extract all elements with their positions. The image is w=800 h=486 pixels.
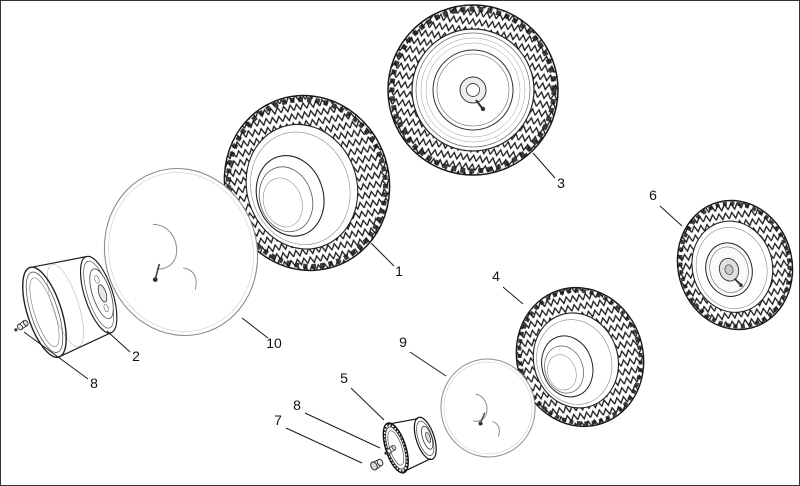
valve-cap-icon xyxy=(370,458,384,471)
valve-stem-icon xyxy=(384,444,397,455)
inner-tube-large-icon xyxy=(103,167,259,337)
leader-4 xyxy=(502,286,524,305)
callout-5: 5 xyxy=(340,370,348,386)
tube-valve-dot xyxy=(478,421,483,426)
callout-10: 10 xyxy=(266,335,282,351)
callout-2: 2 xyxy=(132,348,140,364)
tire-angled-large-icon xyxy=(223,94,391,272)
callout-8a: 8 xyxy=(90,375,98,391)
callout-9: 9 xyxy=(399,334,407,350)
callout-4: 4 xyxy=(492,268,500,284)
wheel-rim-large-icon xyxy=(22,255,118,358)
callout-6: 6 xyxy=(649,187,657,203)
leader-3 xyxy=(532,152,556,179)
callout-8b: 8 xyxy=(293,397,301,413)
leader-8a xyxy=(23,331,89,380)
leader-5 xyxy=(350,387,385,421)
callout-3: 3 xyxy=(557,175,565,191)
leader-8b xyxy=(304,412,381,449)
leader-9 xyxy=(409,351,447,377)
leader-10 xyxy=(241,317,269,339)
callout-1: 1 xyxy=(395,263,403,279)
callout-7: 7 xyxy=(274,412,282,428)
leader-2 xyxy=(106,330,131,353)
tire-angled-medium-icon xyxy=(515,286,645,428)
tire-front-large-icon xyxy=(387,4,559,176)
leader-6 xyxy=(659,205,683,227)
valve-stem-icon xyxy=(14,319,29,332)
tube-valve-dot xyxy=(152,277,158,283)
inner-tube-small-icon xyxy=(440,358,536,458)
tire-front-small-icon xyxy=(676,199,794,331)
leader-7 xyxy=(285,427,363,464)
wheel-rim-small-icon xyxy=(382,416,437,474)
leader-1 xyxy=(370,242,395,267)
